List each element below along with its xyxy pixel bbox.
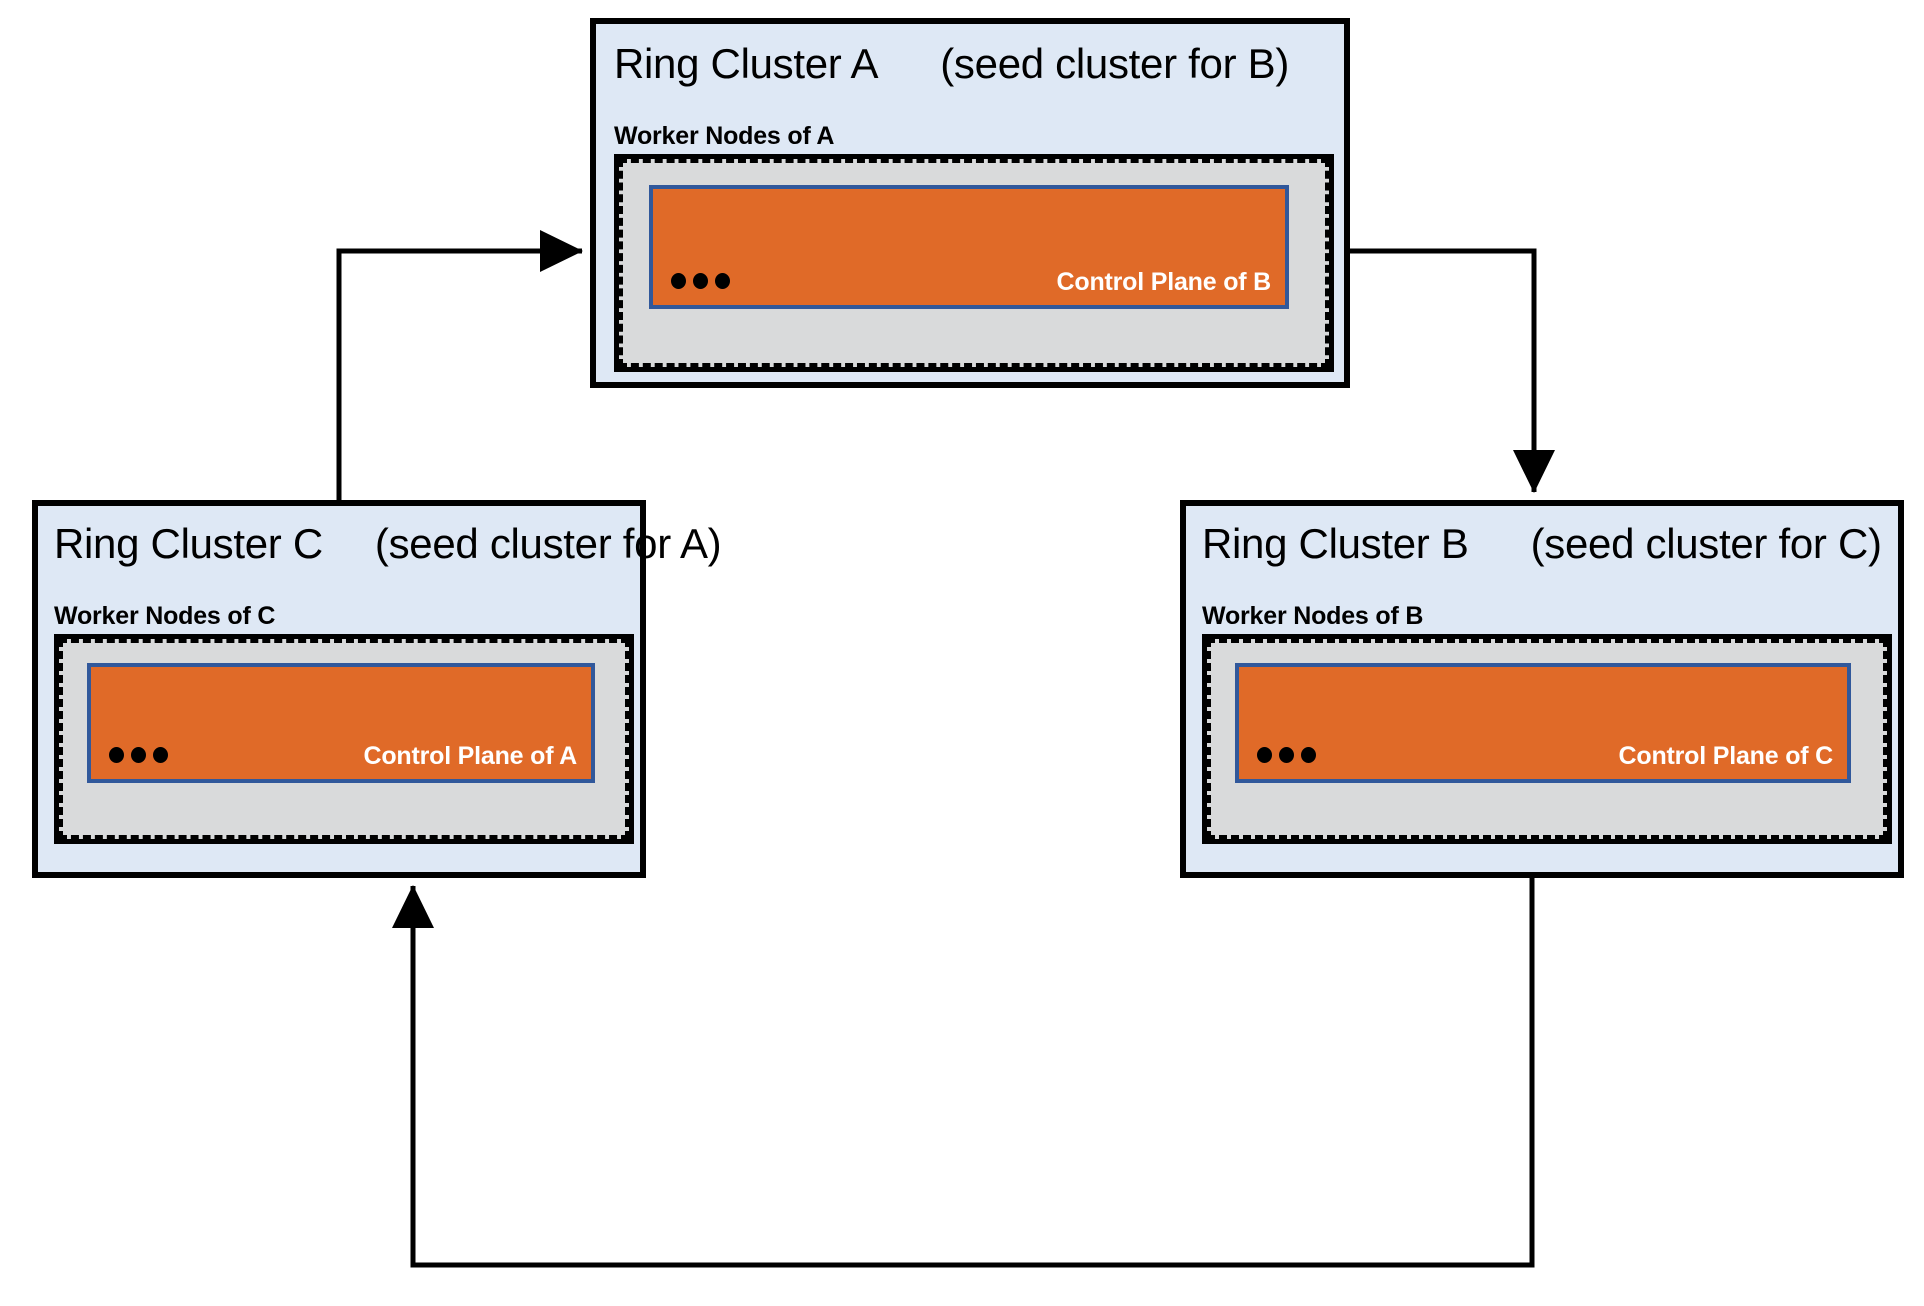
cluster-c-title: Ring Cluster C bbox=[54, 520, 323, 567]
arrow-c-to-a bbox=[336, 230, 584, 500]
cluster-c-worker-nodes-label: Worker Nodes of C bbox=[54, 602, 276, 630]
cluster-b-ellipsis-icon bbox=[1257, 747, 1316, 763]
cluster-a-ellipsis-icon bbox=[671, 273, 730, 289]
ring-cluster-c[interactable]: Ring Cluster C (seed cluster for A) Work… bbox=[32, 500, 722, 878]
cluster-a-worker-nodes-label: Worker Nodes of A bbox=[614, 122, 835, 150]
cluster-b-control-plane-label: Control Plane of C bbox=[1618, 742, 1834, 770]
cluster-b-worker-nodes-box[interactable]: Control Plane of C bbox=[1202, 634, 1892, 844]
cluster-c-dashed-boundary: Control Plane of A bbox=[59, 639, 629, 839]
ring-cluster-a[interactable]: Ring Cluster A (seed cluster for B) Work… bbox=[590, 18, 1350, 388]
arrow-b-to-c bbox=[392, 878, 1535, 1268]
cluster-b-control-plane-box[interactable]: Control Plane of C bbox=[1235, 663, 1851, 783]
cluster-a-title: Ring Cluster A bbox=[614, 40, 879, 87]
cluster-a-control-plane-box[interactable]: Control Plane of B bbox=[649, 185, 1289, 309]
cluster-a-control-plane-label: Control Plane of B bbox=[1056, 268, 1272, 296]
cluster-a-dashed-boundary: Control Plane of B bbox=[619, 159, 1329, 367]
arrow-a-to-b bbox=[1350, 248, 1555, 494]
cluster-b-header: Ring Cluster B (seed cluster for C) bbox=[1202, 520, 1898, 568]
cluster-a-seed-note: (seed cluster for B) bbox=[940, 40, 1290, 87]
cluster-c-header: Ring Cluster C (seed cluster for A) bbox=[54, 520, 722, 568]
cluster-b-dashed-boundary: Control Plane of C bbox=[1207, 639, 1887, 839]
cluster-b-title: Ring Cluster B bbox=[1202, 520, 1469, 567]
cluster-c-ellipsis-icon bbox=[109, 747, 168, 763]
cluster-b-worker-nodes-label: Worker Nodes of B bbox=[1202, 602, 1424, 630]
cluster-b-seed-note: (seed cluster for C) bbox=[1530, 520, 1882, 567]
ring-cluster-b[interactable]: Ring Cluster B (seed cluster for C) Work… bbox=[1180, 500, 1904, 878]
cluster-c-control-plane-box[interactable]: Control Plane of A bbox=[87, 663, 595, 783]
cluster-a-header: Ring Cluster A (seed cluster for B) bbox=[614, 40, 1344, 88]
cluster-a-worker-nodes-box[interactable]: Control Plane of B bbox=[614, 154, 1334, 372]
cluster-c-seed-note: (seed cluster for A) bbox=[374, 520, 722, 567]
cluster-c-control-plane-label: Control Plane of A bbox=[363, 742, 577, 770]
cluster-c-worker-nodes-box[interactable]: Control Plane of A bbox=[54, 634, 634, 844]
